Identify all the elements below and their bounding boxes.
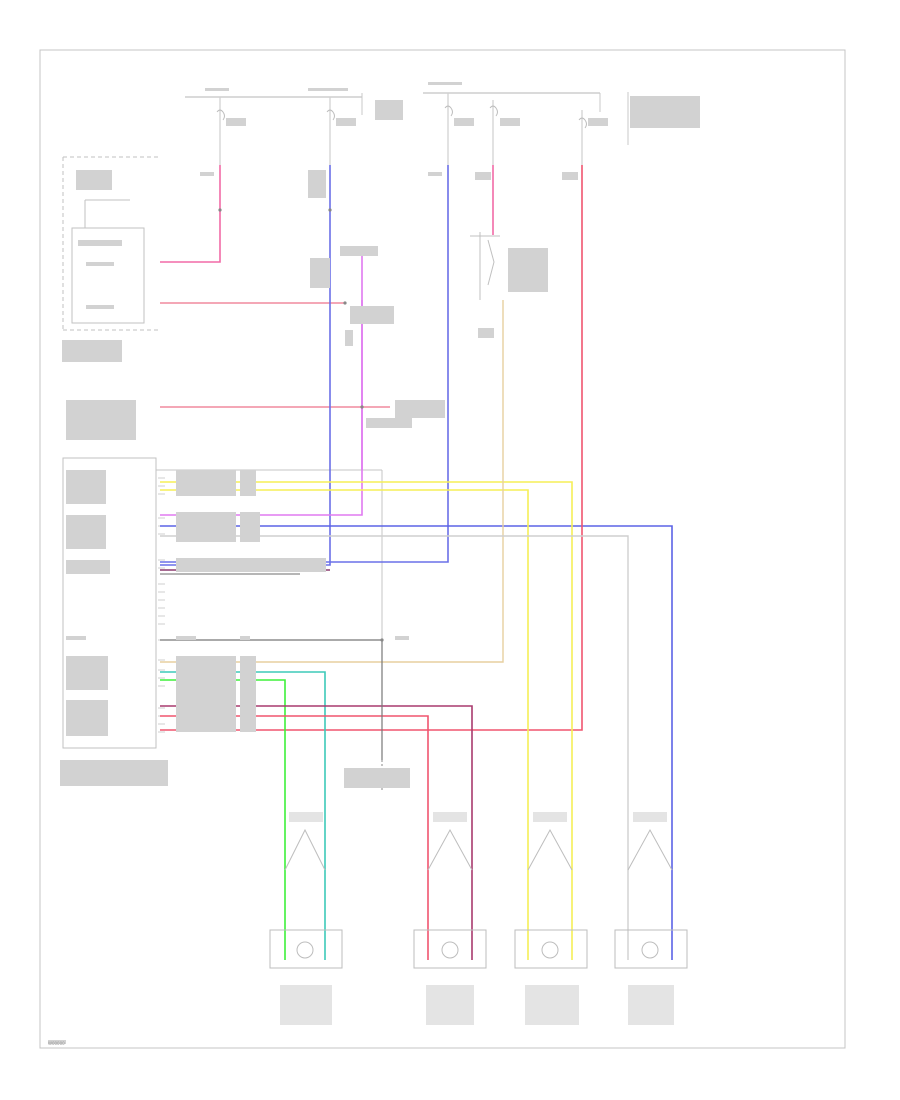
wire-yellow-2: [160, 489, 529, 960]
diagram-border: [39, 49, 846, 1049]
wire-tan: [160, 300, 504, 663]
sensor-rr: [614, 812, 688, 1025]
switch-symbol: [470, 232, 500, 300]
wire-yellow-1: [160, 481, 573, 960]
wire-red-fuse5: [160, 165, 583, 731]
upper-module-box: [62, 156, 158, 331]
label-smudges: [48, 82, 700, 1044]
connector-ticks: [158, 477, 165, 733]
wire-blue-fuse2: [160, 165, 331, 566]
wire-blue-fuse3: [160, 165, 449, 563]
wire-maroon: [160, 705, 473, 960]
wire-gray-right: [160, 535, 629, 960]
fuse-symbols: [216, 105, 587, 129]
wire-red-lower: [160, 715, 429, 960]
control-module-box: [62, 457, 157, 749]
sensor-lf: [269, 812, 343, 1025]
sensor-rf: [514, 812, 588, 1025]
wire-pink-fuse1: [160, 165, 221, 263]
footer-code: W00000: [48, 1041, 65, 1046]
splice-points: [218, 208, 384, 642]
sensor-lr: [413, 812, 487, 1025]
wire-blue-right: [160, 525, 673, 960]
